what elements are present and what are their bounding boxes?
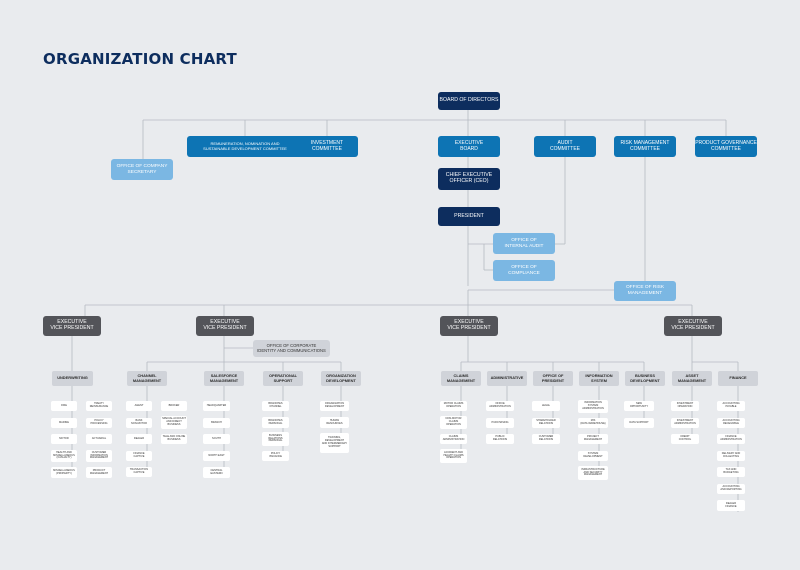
department-channel-management: CHANNEL MANAGEMENT bbox=[127, 371, 167, 386]
leaf-box: MOTOR CLAIMS OPERATION bbox=[440, 401, 467, 411]
leaf-box: LEGAL bbox=[532, 401, 560, 411]
leaf-box: SOUTH bbox=[203, 434, 230, 444]
leaf-box: AGENT bbox=[126, 401, 152, 411]
department-organization-development: ORGANIZATION DEVELOPMENT bbox=[321, 371, 361, 386]
office-compliance-box: OFFICE OF COMPLIANCE bbox=[493, 260, 555, 281]
leaf-box: SPECIAL ACCOUNT AND DIRECT BUSINESS bbox=[161, 416, 187, 429]
leaf-box: FIRE bbox=[51, 401, 77, 411]
risk-management-committee-box: RISK MANAGEMENT COMMITTEE bbox=[614, 136, 676, 157]
leaf-box: FINANCE ADMINISTRATION bbox=[717, 434, 745, 444]
leaf-box: TELE AND ONLINE BUSINESS bbox=[161, 434, 187, 444]
evp-box-2: EXECUTIVE VICE PRESIDENT bbox=[196, 316, 254, 336]
leaf-box: BUSINESS RELATIONS PERSONAL bbox=[262, 432, 289, 446]
page-title: ORGANIZATION CHART bbox=[43, 50, 237, 68]
leaf-box: DEALER bbox=[126, 434, 152, 444]
office-corporate-identity-box: OFFICE OF CORPORATE IDENTITY AND COMMUNI… bbox=[253, 340, 330, 357]
leaf-box: OFFICE ADMINISTRATION bbox=[486, 401, 514, 411]
leaf-box: MARINE bbox=[51, 418, 77, 428]
leaf-box: CREDIT CONTROL bbox=[671, 434, 699, 444]
leaf-box: BRANCH bbox=[203, 418, 230, 428]
ceo-box: CHIEF EXECUTIVE OFFICER (CEO) bbox=[438, 168, 500, 190]
leaf-box: DELIVERY AND COLLECTING bbox=[717, 451, 745, 461]
leaf-box: BROKER bbox=[161, 401, 187, 411]
leaf-box: POLICY ISSUANCE bbox=[262, 451, 289, 461]
office-company-secretary-box: OFFICE OF COMPANY SECRETARY bbox=[111, 159, 173, 180]
leaf-box: ACCIDENT AND HEALTH CLAIMS OPERATION bbox=[440, 449, 467, 463]
department-asset-management: ASSET MANAGEMENT bbox=[672, 371, 712, 386]
leaf-box: FINANCE CAPTIVE bbox=[126, 451, 152, 461]
leaf-box: MISCELLANEOUS (PROPERTY) bbox=[51, 467, 77, 478]
evp-box-3: EXECUTIVE VICE PRESIDENT bbox=[440, 316, 498, 336]
leaf-box: NEW OPPORTUNITY bbox=[624, 401, 654, 411]
leaf-box: TAX AND BUDGETING bbox=[717, 467, 745, 477]
leaf-box: CUSTOMER RELATIONS bbox=[532, 434, 560, 444]
leaf-box: MOTOR bbox=[51, 434, 77, 444]
department-claims-management: CLAIMS MANAGEMENT bbox=[441, 371, 481, 386]
board-of-directors-box: BOARD OF DIRECTORS bbox=[438, 92, 500, 110]
department-finance: FINANCE bbox=[718, 371, 758, 386]
department-business-development: BUSINESS DEVELOPMENT bbox=[625, 371, 665, 386]
leaf-box: MIS (DATA WAREHOUSE) bbox=[578, 418, 608, 428]
remuneration-committee-box: REMUNERATION, NOMINATION AND SUSTAINABLE… bbox=[187, 136, 303, 157]
evp-box-1: EXECUTIVE VICE PRESIDENT bbox=[43, 316, 101, 336]
leaf-box: CLAIMS ADMINISTRATION bbox=[440, 434, 467, 444]
leaf-box: ACTUARIAL bbox=[86, 434, 112, 444]
executive-board-box: EXECUTIVE BOARD bbox=[438, 136, 500, 157]
leaf-box: NORTH EAST bbox=[203, 451, 230, 461]
department-salesforce-management: SALESFORCE MANAGEMENT bbox=[204, 371, 244, 386]
leaf-box: BANK NON-MOTOR bbox=[126, 418, 152, 428]
leaf-box: NON-MOTOR CLAIMS OPERATION bbox=[440, 416, 467, 429]
audit-committee-box: AUDIT COMMITTEE bbox=[534, 136, 596, 157]
department-information-system: INFORMATION SYSTEM bbox=[579, 371, 619, 386]
leaf-box: SHAREHOLDER RELATIONS bbox=[532, 418, 560, 428]
product-governance-committee-box: PRODUCT GOVERNANCE COMMITTEE bbox=[695, 136, 757, 157]
leaf-box: INVESTMENT ADMINISTRATION bbox=[671, 418, 699, 428]
leaf-box: HEADQUARTER bbox=[203, 401, 230, 411]
office-internal-audit-box: OFFICE OF INTERNAL AUDIT bbox=[493, 233, 555, 254]
leaf-box: HEALTH AND MISCELLANEOUS (CASUALTY) bbox=[51, 450, 77, 462]
leaf-box: SYSTEM DEVELOPMENT bbox=[578, 451, 608, 461]
department-operational-support: OPERATIONAL SUPPORT bbox=[263, 371, 303, 386]
leaf-box: ACCOUNTING AND REPORTING bbox=[717, 484, 745, 494]
leaf-box: ORGANIZATION DEVELOPMENT bbox=[320, 401, 349, 411]
leaf-box: INFRASTRUCTURE AND SECURITY MANAGEMENT bbox=[578, 466, 608, 480]
leaf-box: BRANCHES PERSONAL bbox=[262, 417, 289, 428]
leaf-box: BRANCHES CHANNEL bbox=[262, 401, 289, 411]
leaf-box: INFORMATION SYSTEM ADMINISTRATION bbox=[578, 400, 608, 413]
leaf-box: POLICY PROCESSING bbox=[86, 418, 112, 428]
department-underwriting: UNDERWRITING bbox=[52, 371, 93, 386]
leaf-box: PURCHASING bbox=[486, 418, 514, 428]
leaf-box: CENTRAL EASTERN bbox=[203, 467, 230, 478]
leaf-box: PROJECT MANAGEMENT bbox=[578, 434, 608, 444]
department-administrative: ADMINISTRATIVE bbox=[487, 371, 527, 386]
leaf-box: TRAINING, DEVELOPMENT AND INTERMEDIARY S… bbox=[320, 433, 349, 453]
leaf-box: DATA SUPPORT bbox=[624, 418, 654, 428]
leaf-box: CUSTOMER INFORMATION MANAGEMENT bbox=[86, 450, 112, 462]
leaf-box: TRANSACTION CAPTIVE bbox=[126, 467, 152, 477]
leaf-box: PRODUCT MANAGEMENT bbox=[86, 467, 112, 478]
office-risk-management-box: OFFICE OF RISK MANAGEMENT bbox=[614, 281, 676, 301]
department-office-of-president: OFFICE OF PRESIDENT bbox=[533, 371, 573, 386]
leaf-box: ACCOUNTING PAYABLE bbox=[717, 401, 745, 411]
president-box: PRESIDENT bbox=[438, 207, 500, 226]
leaf-box: HUMAN RESOURCES bbox=[320, 417, 349, 428]
leaf-box: DEALER FINANCE bbox=[717, 500, 745, 511]
leaf-box: INVESTMENT OPERATION bbox=[671, 401, 699, 411]
leaf-box: ACCOUNTING RECEIVABLE bbox=[717, 418, 745, 428]
leaf-box: PUBLIC RELATIONS bbox=[486, 434, 514, 444]
investment-committee-box: INVESTMENT COMMITTEE bbox=[296, 136, 358, 157]
evp-box-4: EXECUTIVE VICE PRESIDENT bbox=[664, 316, 722, 336]
leaf-box: TREATY REINSURANCE bbox=[86, 401, 112, 411]
